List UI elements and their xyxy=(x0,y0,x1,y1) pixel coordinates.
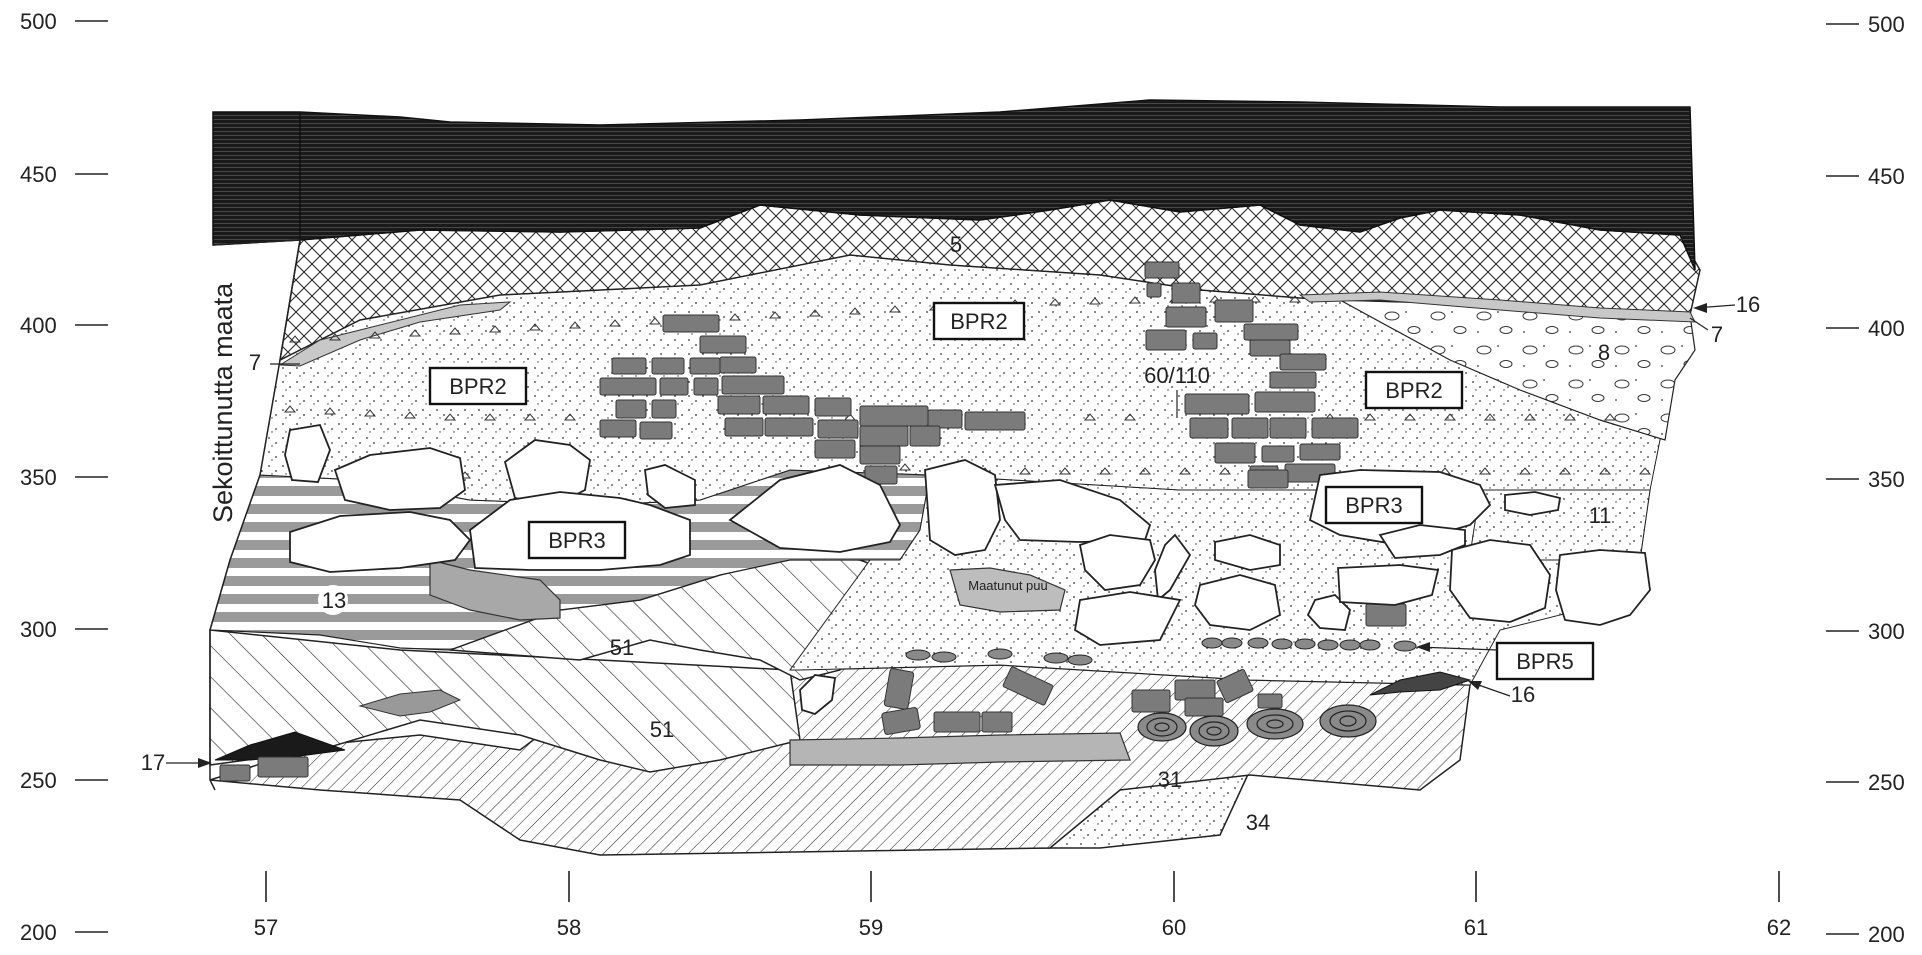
y-axis-right: 500 450 400 350 300 250 200 xyxy=(1826,12,1905,947)
bpr2-center-label: BPR2 xyxy=(950,309,1007,334)
y-left-tick-300: 300 xyxy=(20,617,57,642)
y-right-tick-500: 500 xyxy=(1868,12,1905,37)
box-bpr3-right: BPR3 xyxy=(1324,485,1424,525)
stones xyxy=(284,423,1651,716)
layer-7-right-label: 7 xyxy=(1711,322,1723,347)
layer-16-bottom-label: 16 xyxy=(1511,682,1535,707)
mixed-soil-label: Sekoittunutta maata xyxy=(208,282,238,523)
x-tick-60: 60 xyxy=(1162,915,1186,940)
bpr2-left-label: BPR2 xyxy=(449,374,506,399)
layer-34-label: 34 xyxy=(1246,810,1270,835)
layer-17-label: 17 xyxy=(141,750,165,775)
y-left-tick-200: 200 xyxy=(20,920,57,945)
y-right-tick-200: 200 xyxy=(1868,922,1905,947)
layer-51-label-upper: 51 xyxy=(610,635,634,660)
y-left-tick-400: 400 xyxy=(20,313,57,338)
layer-13-label: 13 xyxy=(322,588,346,613)
y-right-tick-250: 250 xyxy=(1868,770,1905,795)
box-bpr2-center: BPR2 xyxy=(932,301,1026,341)
log-row-bottom xyxy=(1137,704,1377,747)
layer-16-lens xyxy=(1369,671,1472,696)
brick-cluster-left xyxy=(599,314,1026,485)
layer-31-label: 31 xyxy=(1158,767,1182,792)
wood-maatunut-puu xyxy=(949,567,1066,613)
x-axis: 57 58 59 60 61 62 xyxy=(254,871,1791,940)
y-axis-left: 500 450 400 350 300 250 200 xyxy=(20,9,108,945)
maatunut-puu-label: Maatunut puu xyxy=(968,578,1048,593)
y-right-tick-300: 300 xyxy=(1868,619,1905,644)
y-left-tick-350: 350 xyxy=(20,465,57,490)
box-bpr2-left: BPR2 xyxy=(428,366,528,406)
y-left-tick-500: 500 xyxy=(20,9,57,34)
wood-beam xyxy=(789,732,1131,766)
bpr3-right-label: BPR3 xyxy=(1345,493,1402,518)
x-tick-62: 62 xyxy=(1767,915,1791,940)
layer-16-top-label: 16 xyxy=(1736,292,1760,317)
x-tick-58: 58 xyxy=(557,915,581,940)
x-tick-57: 57 xyxy=(254,915,278,940)
bpr2-right-label: BPR2 xyxy=(1385,378,1442,403)
y-right-tick-400: 400 xyxy=(1868,316,1905,341)
y-left-tick-250: 250 xyxy=(20,768,57,793)
layer-11-label: 11 xyxy=(1589,503,1612,528)
layer-5-label: 5 xyxy=(950,232,962,257)
y-left-tick-450: 450 xyxy=(20,162,57,187)
log-row-bpr5 xyxy=(905,637,1417,666)
layer-8-label: 8 xyxy=(1598,340,1610,365)
box-bpr3-left: BPR3 xyxy=(527,520,627,560)
bpr3-left-label: BPR3 xyxy=(548,528,605,553)
brick-cluster-bottom xyxy=(219,603,1407,782)
box-bpr5: BPR5 xyxy=(1495,641,1595,681)
section-left-edge xyxy=(209,239,301,791)
topsoil-layer xyxy=(212,99,1696,271)
x-tick-59: 59 xyxy=(859,915,883,940)
bpr5-label: BPR5 xyxy=(1516,649,1573,674)
layer-51-label-lower: 51 xyxy=(650,717,674,742)
grey-lens-13 xyxy=(429,559,561,621)
x-tick-61: 61 xyxy=(1464,915,1488,940)
grey-lens-51 xyxy=(358,689,462,717)
box-bpr2-right: BPR2 xyxy=(1364,370,1464,410)
y-right-tick-450: 450 xyxy=(1868,164,1905,189)
layer-60-110-label: 60/110 xyxy=(1144,363,1210,388)
layer-7-left xyxy=(278,301,512,367)
layer-7-left-label: 7 xyxy=(249,350,261,375)
y-right-tick-350: 350 xyxy=(1868,467,1905,492)
layer-17-lens xyxy=(214,731,346,761)
brick-cluster-right xyxy=(1144,261,1359,489)
